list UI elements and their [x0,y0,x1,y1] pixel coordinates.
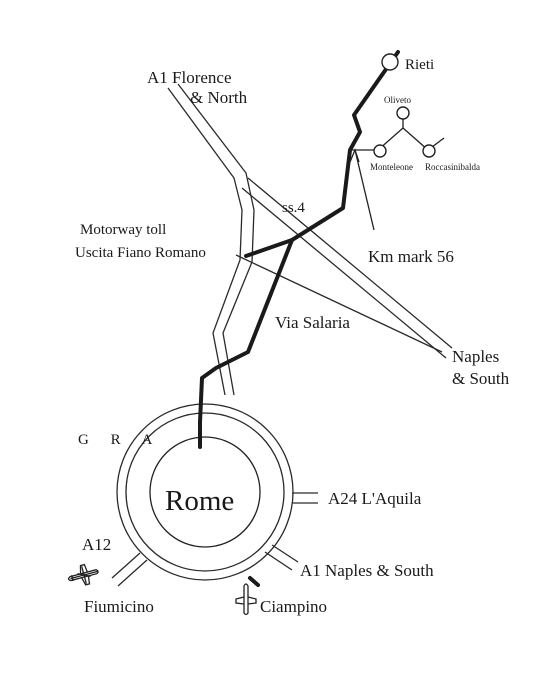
airplane-icon [235,583,257,616]
label-a1-north: A1 Florence [147,68,232,87]
label-a12: A12 [82,535,111,554]
label-a1-naples: A1 Naples & South [300,561,434,580]
label-naples-south-line2: & South [452,369,510,388]
label-via-salaria: Via Salaria [275,313,350,332]
gra-ring-road [116,403,294,581]
highlighted-route [198,50,400,587]
a1-north-motorway [167,83,255,396]
label-gra: G R A [78,432,161,448]
monteleone-marker [373,144,387,158]
label-rieti: Rieti [405,57,434,73]
label-a1-north-line2: & North [190,88,248,107]
oliveto-marker [396,106,410,120]
rieti-marker [381,53,399,71]
label-roccasinibalda: Roccasinibalda [425,162,480,172]
label-km-mark: Km mark 56 [368,247,454,266]
km-mark-arrow [349,148,375,231]
label-ss4: ss.4 [282,200,305,216]
naples-south-road [235,177,453,359]
label-naples-south: Naples [452,347,499,366]
label-motorway-toll: Motorway toll [80,222,166,238]
label-toll-exit: Uscita Fiano Romano [75,245,206,261]
label-oliveto: Oliveto [384,95,411,105]
ring-spurs [111,492,318,587]
label-rome: Rome [165,485,234,517]
label-fiumicino: Fiumicino [84,597,154,616]
roccasinibalda-marker [422,144,436,158]
label-ciampino: Ciampino [260,597,327,616]
label-a24: A24 L'Aquila [328,489,422,508]
label-monteleone: Monteleone [370,162,413,172]
airplane-icon [67,563,99,586]
